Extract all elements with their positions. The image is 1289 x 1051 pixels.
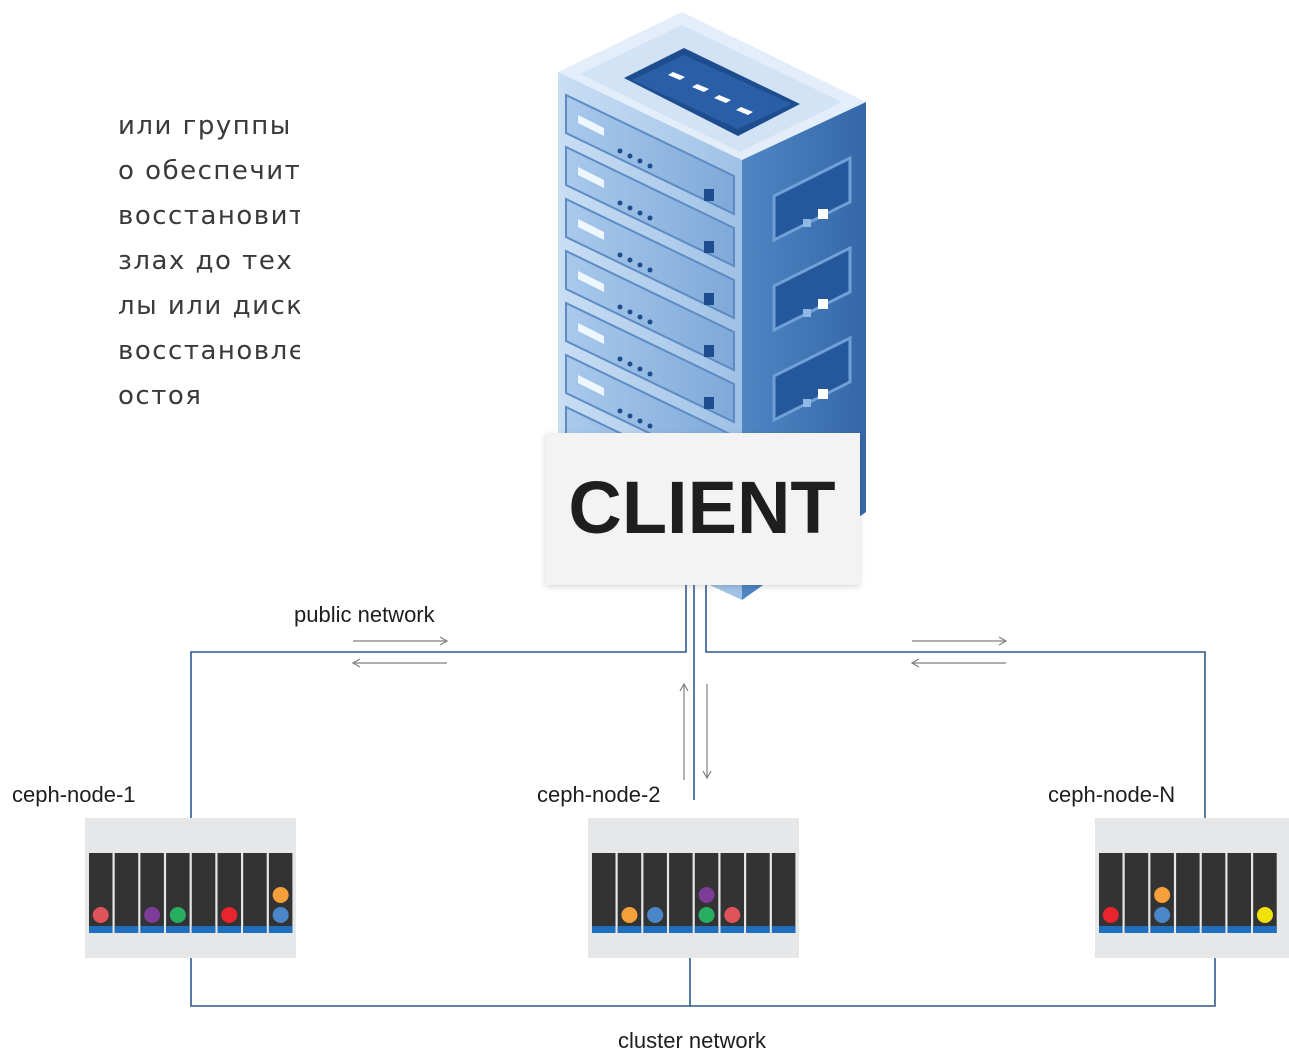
intro-line: или группы <box>118 111 292 141</box>
intro-line: восстановле- <box>118 336 300 366</box>
data-flow-arrows <box>351 636 1008 780</box>
disk-slot <box>114 853 139 933</box>
data-object-dot <box>144 907 161 923</box>
intro-line: остоя <box>118 381 203 411</box>
disk-slot-base <box>1099 926 1123 933</box>
disk-slot-base <box>1124 926 1149 933</box>
arrow-down-icon <box>702 684 712 780</box>
public-network-lines <box>190 585 1206 818</box>
data-object-dot <box>698 887 715 903</box>
intro-text: или группы о обеспечит восстановит злах … <box>0 110 300 440</box>
disk-slot-base <box>1176 926 1200 933</box>
disk-slot-base <box>1253 926 1277 933</box>
disk-slot-base <box>643 926 667 933</box>
disk-slot-base <box>243 926 267 933</box>
arrow-left-icon <box>351 658 447 668</box>
disk-slot-base <box>617 926 642 933</box>
disk-slot-base <box>771 926 796 933</box>
disk-slot <box>1176 853 1200 933</box>
cluster-network-label: cluster network <box>618 1028 767 1051</box>
arrow-right-icon <box>912 636 1008 646</box>
disk-slot-base <box>746 926 770 933</box>
disk-slot <box>243 853 267 933</box>
intro-line: о обеспечит <box>118 156 300 186</box>
disk-slot-base <box>268 926 293 933</box>
disk-slot-base <box>89 926 113 933</box>
disk-slot <box>1227 853 1251 933</box>
node-label: ceph-node-2 <box>537 782 661 807</box>
disk-slot-base <box>114 926 139 933</box>
disk-slot-base <box>140 926 164 933</box>
data-object-dot <box>272 887 289 903</box>
disk-slot <box>592 853 616 933</box>
data-object-dot <box>272 907 289 923</box>
ceph-node-rack <box>1095 818 1289 958</box>
arrow-up-icon <box>679 682 689 780</box>
disk-slot-base <box>1150 926 1174 933</box>
client-label-card: CLIENT <box>545 433 860 585</box>
intro-line: злах до тех <box>118 246 294 276</box>
disk-slot-base <box>669 926 693 933</box>
data-object-dot <box>1102 907 1119 923</box>
ceph-node-rack <box>85 818 296 958</box>
disk-slot-base <box>1201 926 1226 933</box>
node-label: ceph-node-1 <box>12 782 136 807</box>
disk-slot <box>746 853 770 933</box>
data-object-dot <box>647 907 664 923</box>
data-object-dot <box>621 907 638 923</box>
data-object-dot <box>221 907 238 923</box>
client-label: CLIENT <box>568 466 835 549</box>
data-object-dot <box>1256 907 1273 923</box>
disk-slot-base <box>592 926 616 933</box>
intro-line: восстановит <box>118 201 300 231</box>
arrow-right-icon <box>353 636 449 646</box>
data-object-dot <box>169 907 186 923</box>
intro-line: лы или диски <box>118 291 300 321</box>
arrow-left-icon <box>910 658 1006 668</box>
cluster-network-lines <box>190 958 1216 1007</box>
disk-slot-base <box>1227 926 1251 933</box>
data-object-dot <box>1154 907 1171 923</box>
disk-slot <box>191 853 216 933</box>
public-network-label: public network <box>294 602 436 627</box>
disk-slot-base <box>720 926 744 933</box>
disk-slot <box>1124 853 1149 933</box>
disk-slot-base <box>166 926 190 933</box>
data-object-dot <box>724 907 741 923</box>
node-label: ceph-node-N <box>1048 782 1175 807</box>
data-object-dot <box>698 907 715 923</box>
disk-slot-base <box>191 926 216 933</box>
disk-slot <box>1201 853 1226 933</box>
disk-slot-base <box>694 926 719 933</box>
disk-slot-base <box>217 926 241 933</box>
data-object-dot <box>1154 887 1171 903</box>
data-object-dot <box>92 907 109 923</box>
disk-slot <box>771 853 796 933</box>
ceph-node-rack <box>588 818 799 958</box>
disk-slot <box>669 853 693 933</box>
